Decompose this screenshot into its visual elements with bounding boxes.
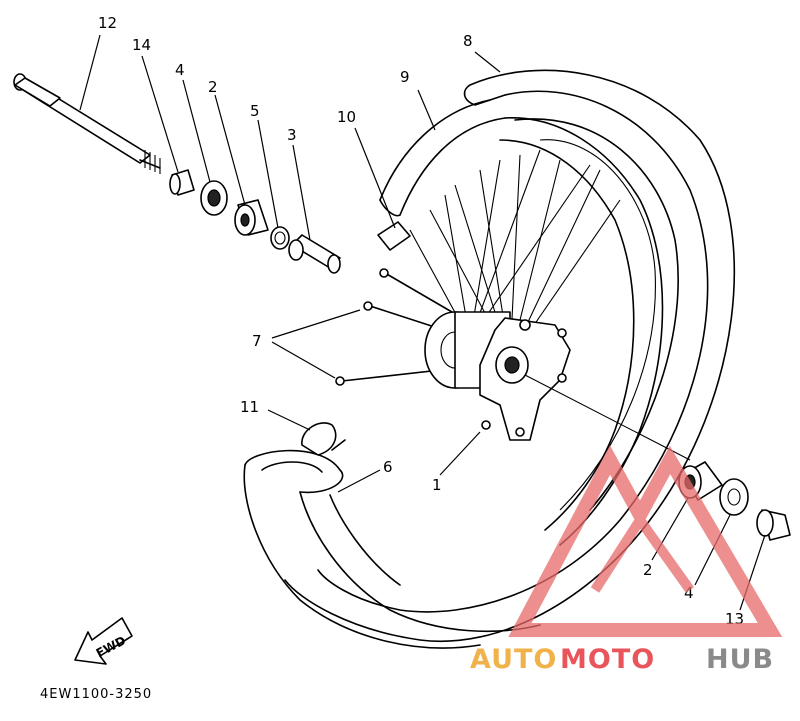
callout-14: 14 bbox=[132, 36, 151, 54]
collar-13 bbox=[756, 509, 791, 541]
spacer-3 bbox=[288, 234, 341, 274]
rim-band-10 bbox=[377, 221, 411, 251]
hub bbox=[424, 311, 571, 441]
brand-moto: MOTO bbox=[560, 644, 655, 675]
brand-auto: AUTO bbox=[470, 644, 557, 675]
valve-cap-11 bbox=[301, 422, 346, 456]
callout-numbers: 12 14 4 2 5 3 10 9 8 7 11 6 1 2 4 13 bbox=[98, 14, 744, 628]
callout-7: 7 bbox=[252, 332, 262, 350]
bearing-2-left bbox=[234, 199, 269, 236]
callout-4-right: 4 bbox=[684, 584, 694, 602]
part-code: 4EW1100-3250 bbox=[40, 687, 152, 702]
brand-hub: HUB bbox=[706, 644, 774, 675]
collar-14 bbox=[169, 169, 195, 196]
inner-tube bbox=[243, 449, 541, 649]
tire bbox=[284, 69, 736, 642]
watermark-logo bbox=[508, 445, 783, 637]
callout-10: 10 bbox=[337, 108, 356, 126]
callout-11: 11 bbox=[240, 398, 259, 416]
callout-8: 8 bbox=[463, 32, 473, 50]
oil-seal-4-right bbox=[719, 478, 749, 516]
fwd-arrow: FWD bbox=[74, 617, 133, 665]
callout-2-left: 2 bbox=[208, 78, 218, 96]
axle bbox=[13, 73, 161, 174]
callout-3: 3 bbox=[287, 126, 297, 144]
callout-12: 12 bbox=[98, 14, 117, 32]
rim bbox=[379, 99, 664, 546]
callout-9: 9 bbox=[400, 68, 410, 86]
oil-seal-4-left bbox=[200, 180, 228, 216]
callout-2-right: 2 bbox=[643, 561, 653, 579]
callout-1: 1 bbox=[432, 476, 442, 494]
axle-axis-line bbox=[524, 374, 691, 461]
callout-4-left: 4 bbox=[175, 61, 185, 79]
circlip-5 bbox=[270, 226, 290, 250]
callout-6: 6 bbox=[383, 458, 393, 476]
callout-5: 5 bbox=[250, 102, 260, 120]
watermark-brand: AUTO MOTO HUB bbox=[470, 644, 774, 675]
